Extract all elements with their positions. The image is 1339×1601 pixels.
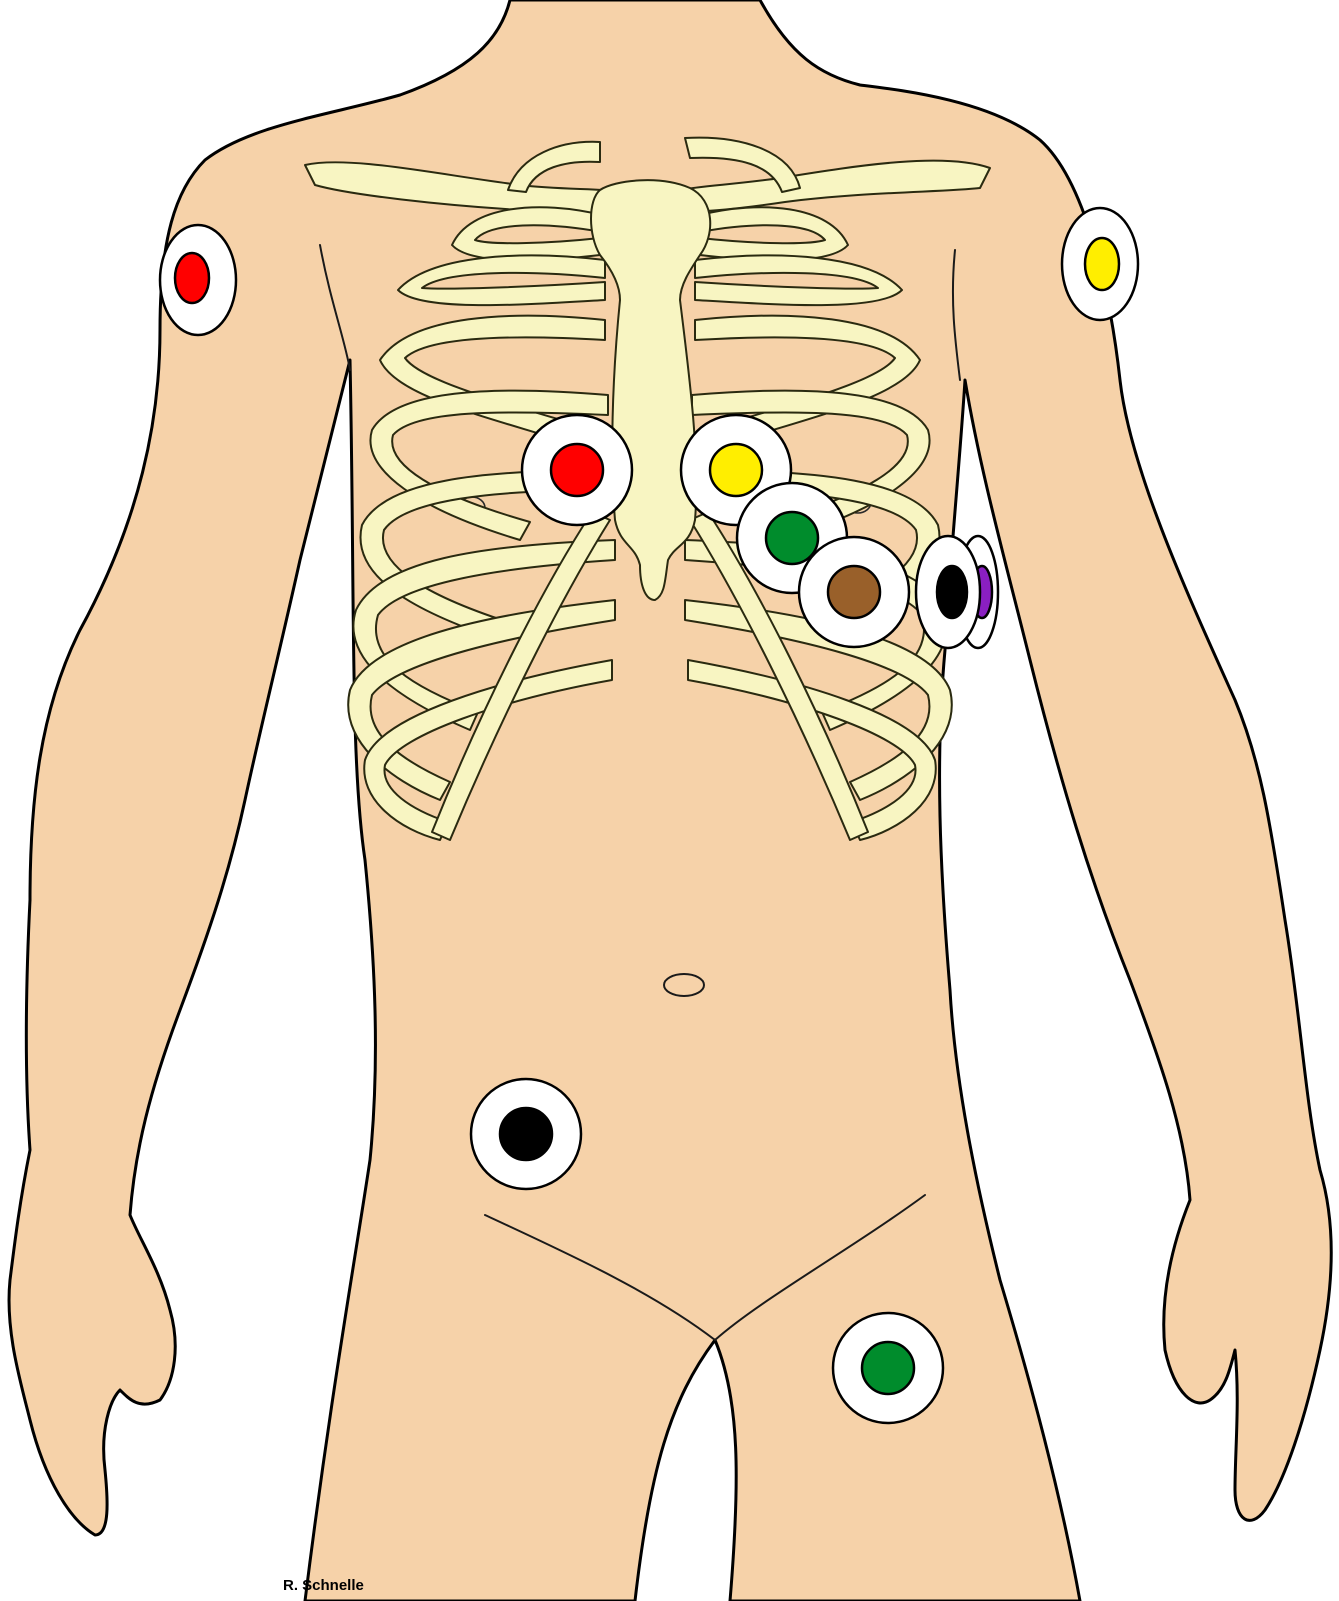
electrode-dot bbox=[498, 1106, 554, 1162]
author-credit: R. Schnelle bbox=[283, 1577, 364, 1594]
electrode-dot bbox=[1083, 236, 1121, 292]
electrode-v4 bbox=[797, 535, 911, 649]
electrode-dot bbox=[549, 442, 605, 498]
electrode-dot bbox=[708, 442, 764, 498]
electrodes bbox=[158, 206, 1140, 1425]
electrode-right-arm bbox=[158, 223, 238, 337]
electrode-dot bbox=[860, 1340, 916, 1396]
electrode-dot bbox=[826, 564, 882, 620]
electrode-dot bbox=[764, 510, 820, 566]
body-silhouette bbox=[7, 0, 1333, 1601]
electrode-dot bbox=[173, 251, 211, 305]
electrode-v5 bbox=[914, 534, 982, 650]
electrode-left-leg bbox=[831, 1311, 945, 1425]
electrode-right-leg bbox=[469, 1077, 583, 1191]
electrode-left-arm bbox=[1060, 206, 1140, 322]
electrode-dot bbox=[935, 564, 969, 620]
navel bbox=[663, 973, 705, 997]
electrode-v1 bbox=[520, 413, 634, 527]
